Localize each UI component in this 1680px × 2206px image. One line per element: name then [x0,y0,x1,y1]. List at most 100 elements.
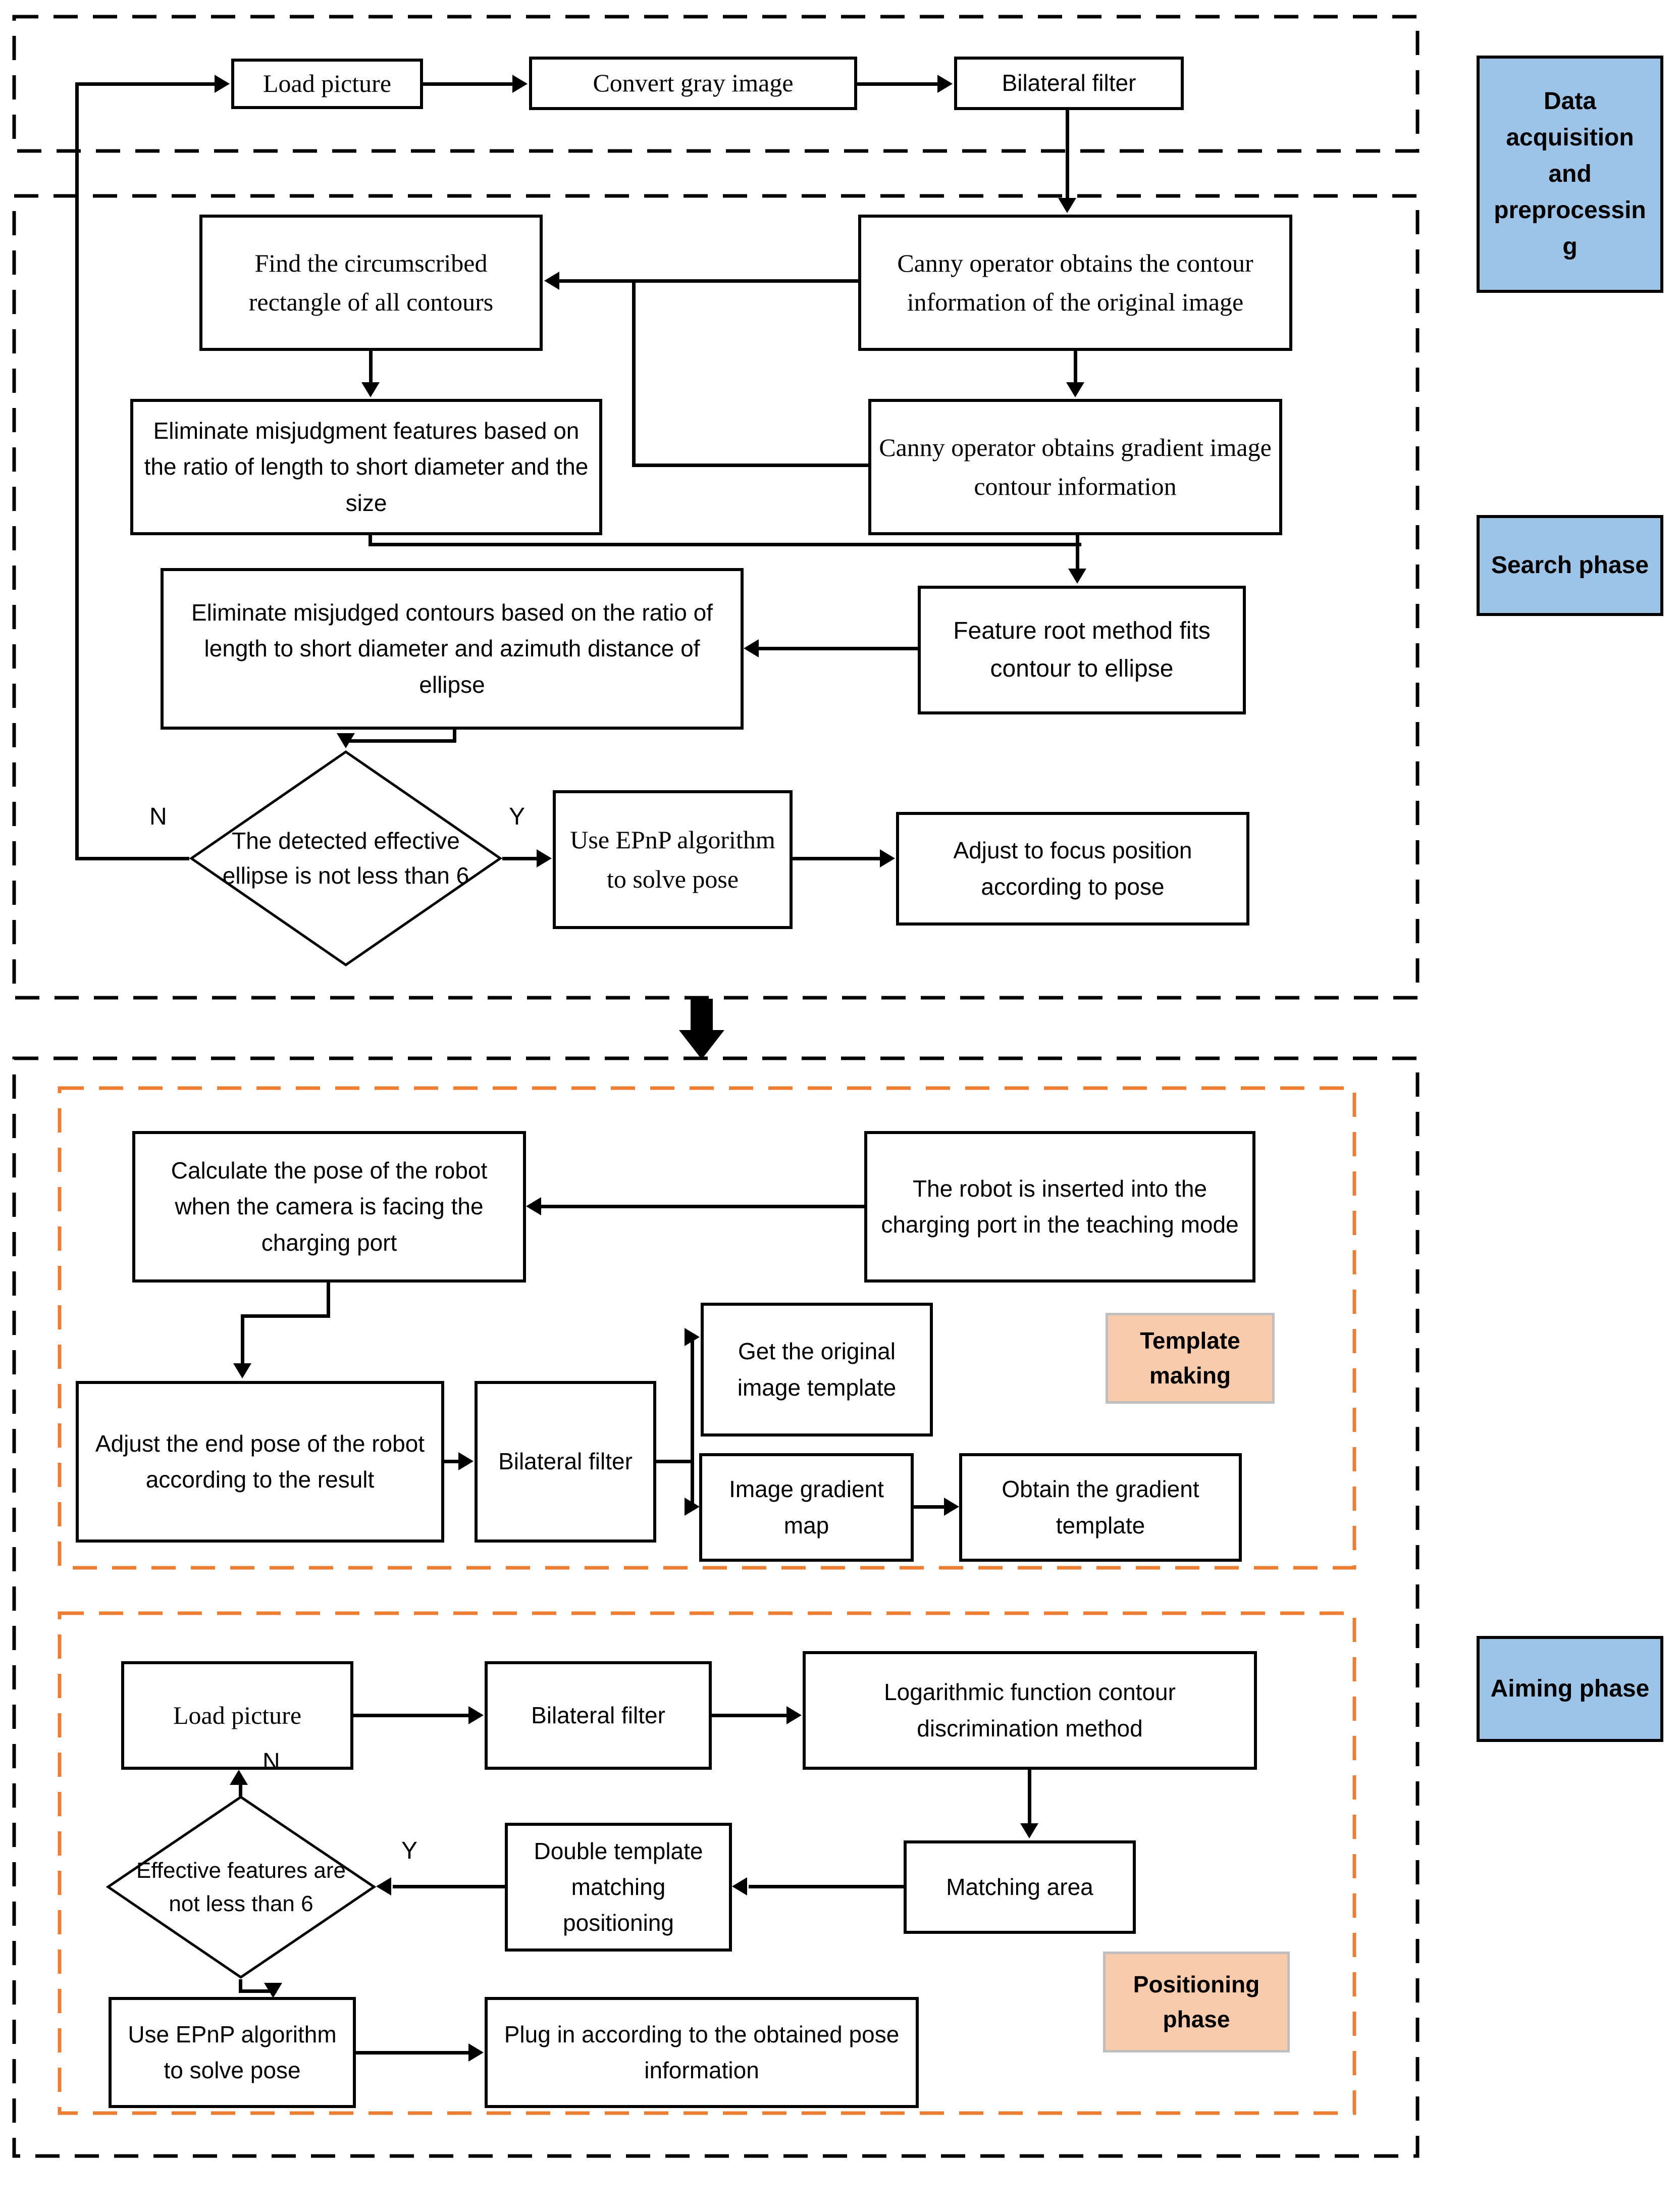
arrowhead [732,1877,747,1895]
stage-label-template-making: Template making [1106,1313,1275,1404]
connector [353,1714,470,1717]
connector [1076,535,1079,571]
decision-feature-count-label: Effective features are not less than 6 [136,1858,346,1916]
connector [502,857,540,860]
connector [356,2051,471,2055]
connector [393,1885,505,1888]
diamond-shape [106,1795,376,1979]
arrowhead [376,1877,391,1895]
connector [712,1714,789,1717]
branch-yes-label-2: Y [401,1837,418,1864]
arrowhead [361,382,380,397]
node-logarithmic-contour: Logarithmic function contour discriminat… [803,1651,1257,1770]
decision-ellipse-count-label: The detected effective ellipse is not le… [222,828,469,889]
arrowhead [230,1770,248,1785]
connector [1074,351,1077,384]
arrowhead [685,1328,700,1346]
node-robot-inserted: The robot is inserted into the charging … [864,1131,1255,1282]
connector [793,857,883,860]
connector [559,279,858,283]
connector [369,543,1081,546]
arrowhead [264,1983,282,1998]
arrowhead [337,733,355,748]
template-making-border [58,1086,1356,1570]
arrowhead [537,849,552,867]
node-convert-gray-image: Convert gray image [529,57,857,110]
arrowhead [944,1498,959,1516]
connector [444,1460,460,1463]
node-obtain-gradient-template: Obtain the gradient template [959,1453,1242,1562]
connector [369,351,373,384]
node-canny-contour: Canny operator obtains the contour infor… [858,215,1292,351]
diamond-shape [189,750,502,967]
arrowhead [1068,569,1086,584]
phase-label-aiming: Aiming phase [1477,1636,1663,1742]
connector [691,1336,694,1510]
branch-yes-label-1: Y [509,803,526,830]
block-arrow-head [679,1030,724,1059]
arrowhead [880,849,895,867]
node-canny-gradient: Canny operator obtains gradient image co… [868,399,1282,535]
arrowhead [685,1498,700,1516]
connector [241,1314,330,1318]
arrowhead [512,75,528,93]
connector [632,279,636,467]
connector [541,1205,864,1208]
node-epnp-1: Use EPnP algorithm to solve pose [553,790,793,929]
connector [423,82,514,86]
connector [914,1505,946,1509]
connector [656,1460,694,1463]
arrowhead [786,1706,802,1724]
node-matching-area: Matching area [904,1840,1136,1934]
arrowhead [468,1706,484,1724]
arrowhead [526,1197,541,1215]
block-arrow-stem [691,999,713,1031]
node-image-gradient-map: Image gradient map [699,1453,914,1562]
node-bilateral-filter-1: Bilateral filter [954,57,1184,110]
arrowhead [937,75,953,93]
connector [239,1989,277,1993]
decision-ellipse-count: The detected effective ellipse is not le… [189,750,502,967]
arrowhead [468,2043,484,2062]
connector [759,647,918,650]
connector [241,1314,244,1366]
node-eliminate-features: Eliminate misjudgment features based on … [130,399,602,535]
arrowhead [1058,198,1076,213]
section-data-acquisition-border [12,15,1420,153]
connector [344,739,456,743]
node-double-template: Double template matching positioning [505,1823,732,1952]
node-load-picture-2: Load picture [121,1661,353,1770]
node-get-template: Get the original image template [701,1303,933,1437]
arrowhead [458,1452,474,1470]
node-bilateral-filter-3: Bilateral filter [485,1661,712,1770]
arrowhead [1020,1823,1038,1838]
connector [327,1282,330,1318]
positioning-border [58,1611,1356,2115]
arrowhead [544,272,559,290]
node-adjust-end-pose: Adjust the end pose of the robot accordi… [76,1381,444,1543]
arrowhead [233,1363,251,1378]
node-epnp-2: Use EPnP algorithm to solve pose [109,1997,356,2108]
branch-no-label-2: N [262,1749,280,1775]
node-plug-in: Plug in according to the obtained pose i… [485,1997,919,2108]
connector [453,730,456,743]
node-find-rectangle: Find the circumscribed rectangle of all … [199,215,543,351]
node-bilateral-filter-2: Bilateral filter [475,1381,656,1543]
connector [632,464,868,467]
node-feature-root: Feature root method fits contour to elli… [918,586,1246,714]
branch-no-label-1: N [149,803,167,830]
connector [75,82,217,86]
connector [239,1784,242,1797]
phase-label-search: Search phase [1477,515,1663,616]
node-eliminate-contours: Eliminate misjudged contours based on th… [161,568,744,730]
node-calc-pose: Calculate the pose of the robot when the… [132,1131,526,1282]
arrowhead [744,639,759,657]
connector [749,1885,904,1888]
connector-feedback-n [75,82,79,860]
connector [75,857,189,860]
connector [369,535,372,546]
arrowhead [215,75,230,93]
section-aiming-border [12,1056,1420,2158]
arrowhead [1066,382,1084,397]
